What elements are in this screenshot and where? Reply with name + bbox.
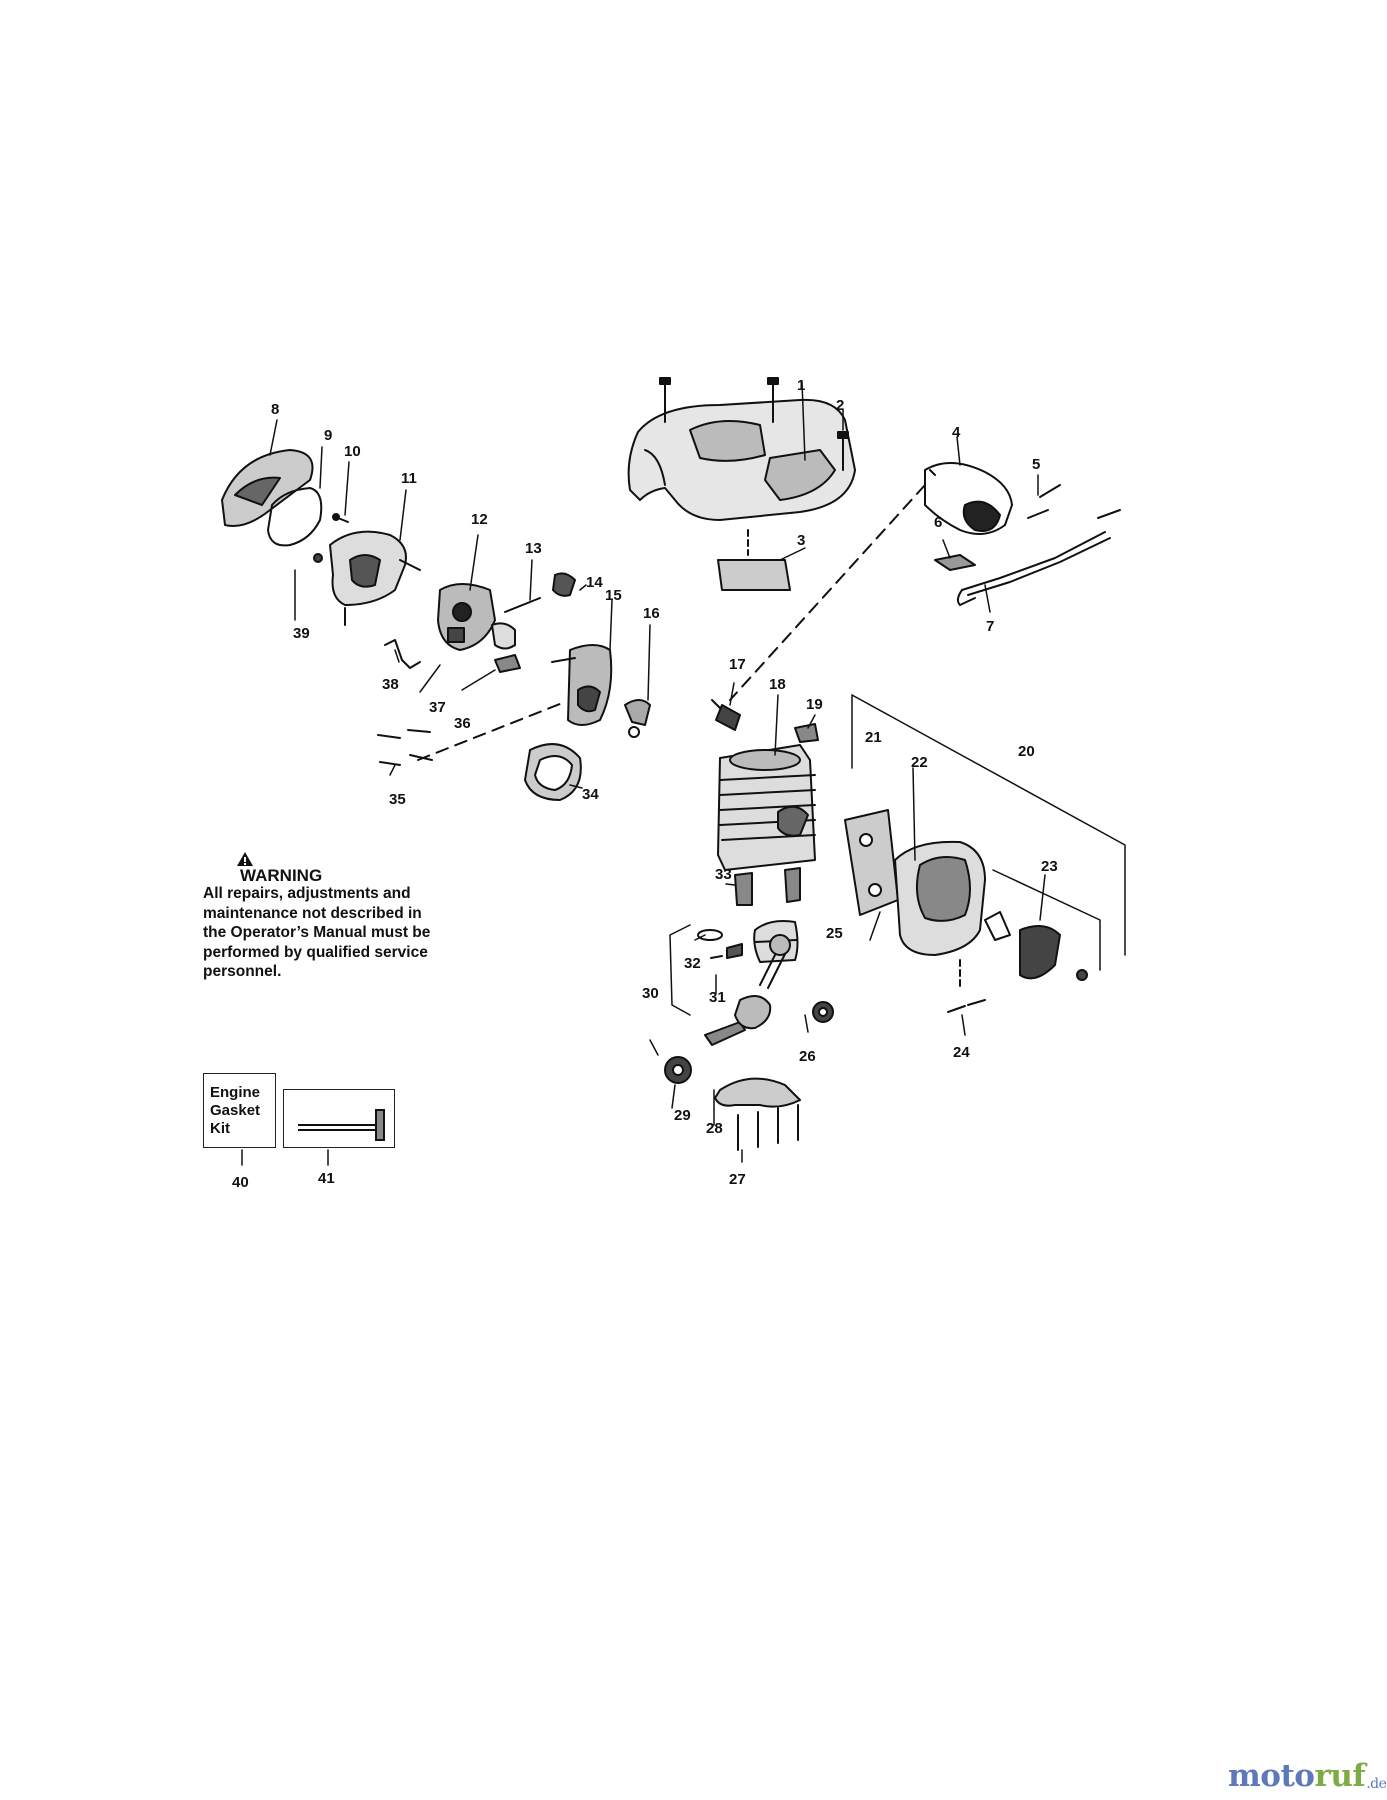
warning-line: personnel.: [203, 963, 282, 980]
part-label-19: 19: [806, 696, 823, 713]
part-label-12: 12: [471, 511, 488, 528]
part-label-33: 33: [715, 866, 732, 883]
warning-text: All repairs, adjustments and maintenance…: [203, 884, 450, 982]
spacer-part: [491, 622, 516, 650]
gasket-36-part: [494, 654, 521, 673]
part-label-16: 16: [643, 605, 660, 622]
engine-gasket-kit-box: Engine Gasket Kit: [203, 1073, 276, 1148]
tool-wrench-icon: [298, 1109, 385, 1141]
filter-base-part: [329, 530, 421, 626]
part-label-30: 30: [642, 985, 659, 1002]
brand-part1: moto: [1228, 1758, 1315, 1794]
air-filter-part: [267, 487, 323, 547]
cylinder-part: [717, 744, 816, 871]
part-label-37: 37: [429, 699, 446, 716]
gasket-33-part: [734, 872, 753, 906]
part-label-25: 25: [826, 925, 843, 942]
part-label-9: 9: [324, 427, 333, 444]
part-label-23: 23: [1041, 858, 1058, 875]
air-filter-cover-part: [221, 449, 314, 527]
muffler-part: [844, 809, 1088, 1013]
choke-rod-part: [504, 597, 541, 613]
spark-plug-part: [711, 699, 741, 731]
ignition-module-part: [924, 461, 1121, 606]
part-label-39: 39: [293, 625, 310, 642]
part-label-4: 4: [952, 424, 961, 441]
warning-triangle-icon: [237, 852, 253, 866]
part-label-6: 6: [934, 514, 943, 531]
tool-box: [283, 1089, 395, 1148]
warning-title: WARNING: [240, 866, 323, 885]
part-label-32: 32: [684, 955, 701, 972]
part-label-2: 2: [836, 397, 845, 414]
part-label-41: 41: [318, 1170, 335, 1187]
part-label-5: 5: [1032, 456, 1041, 473]
part-label-21: 21: [865, 729, 882, 746]
top-cover-part: [627, 377, 856, 556]
brand-suffix: .de: [1366, 1776, 1387, 1792]
part-label-22: 22: [911, 754, 928, 771]
part-label-26: 26: [799, 1048, 816, 1065]
crankcase-part: [714, 1077, 801, 1108]
carburetor-part: [437, 583, 496, 651]
part-label-1: 1: [797, 377, 806, 394]
part-label-29: 29: [674, 1107, 691, 1124]
part-label-17: 17: [729, 656, 746, 673]
part-label-34: 34: [582, 786, 599, 803]
part-label-13: 13: [525, 540, 542, 557]
bolts-35-part: [377, 729, 433, 766]
part-label-31: 31: [709, 989, 726, 1006]
part-label-3: 3: [797, 532, 806, 549]
part-label-10: 10: [344, 443, 361, 460]
brand-logo: motoruf.de: [1228, 1758, 1387, 1794]
knob-part: [552, 572, 576, 597]
intake-manifold-part: [551, 644, 613, 726]
part-label-35: 35: [389, 791, 406, 808]
throttle-link-part: [384, 639, 421, 669]
kit-line: Gasket: [210, 1102, 261, 1119]
part-label-15: 15: [605, 587, 622, 604]
part-label-40: 40: [232, 1174, 249, 1191]
warning-line: All repairs, adjustments and: [203, 885, 411, 902]
warning-line: the Operator’s Manual must be: [203, 924, 431, 941]
gasket-plate-part: [717, 559, 791, 591]
part-label-20: 20: [1018, 743, 1035, 760]
part-label-18: 18: [769, 676, 786, 693]
part-label-7: 7: [986, 618, 995, 635]
part-label-36: 36: [454, 715, 471, 732]
warning-line: maintenance not described in: [203, 904, 422, 922]
part-label-14: 14: [586, 574, 603, 591]
kit-line: Kit: [210, 1120, 230, 1137]
part-label-8: 8: [271, 401, 280, 418]
bolts-27-part: [737, 1104, 799, 1151]
part-label-27: 27: [729, 1171, 746, 1188]
clamp-part: [624, 699, 651, 726]
part-label-38: 38: [382, 676, 399, 693]
brand-part2: ruf: [1314, 1758, 1366, 1794]
clip-19-part: [794, 723, 819, 743]
part-label-24: 24: [953, 1044, 970, 1061]
part-label-28: 28: [706, 1120, 723, 1137]
part-label-11: 11: [401, 470, 417, 487]
warning-line: performed by qualified service: [203, 943, 428, 961]
crankshaft-part: [704, 934, 791, 1046]
kit-line: Engine: [210, 1084, 261, 1101]
